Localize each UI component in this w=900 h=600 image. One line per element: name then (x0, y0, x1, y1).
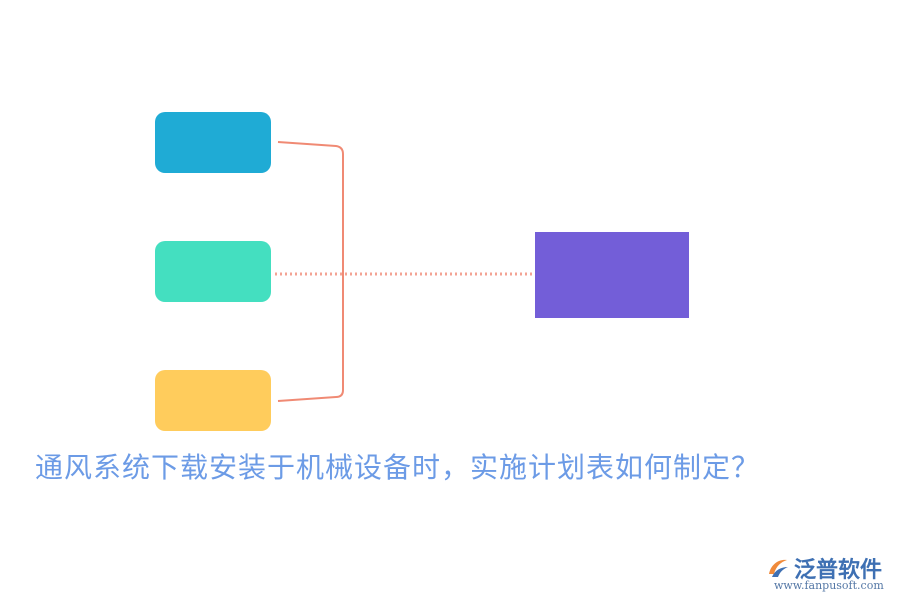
brand-url: www.fanpusoft.com (774, 579, 884, 592)
brand-logo-group: 泛普软件 www.fanpusoft.com (766, 552, 894, 594)
headline-text: 通风系统下载安装于机械设备时，实施计划表如何制定？ (35, 451, 761, 484)
diagram-node-bottom (155, 370, 271, 431)
diagram-node-top (155, 112, 271, 173)
diagram-node-middle (155, 241, 271, 302)
brand-logo-icon (769, 559, 788, 577)
brand-name: 泛普软件 (794, 558, 883, 583)
bracket-connector (277, 141, 344, 402)
logo-swoosh-orange (769, 559, 787, 574)
logo-swoosh-blue (772, 567, 788, 577)
diagram-node-target (535, 232, 689, 318)
